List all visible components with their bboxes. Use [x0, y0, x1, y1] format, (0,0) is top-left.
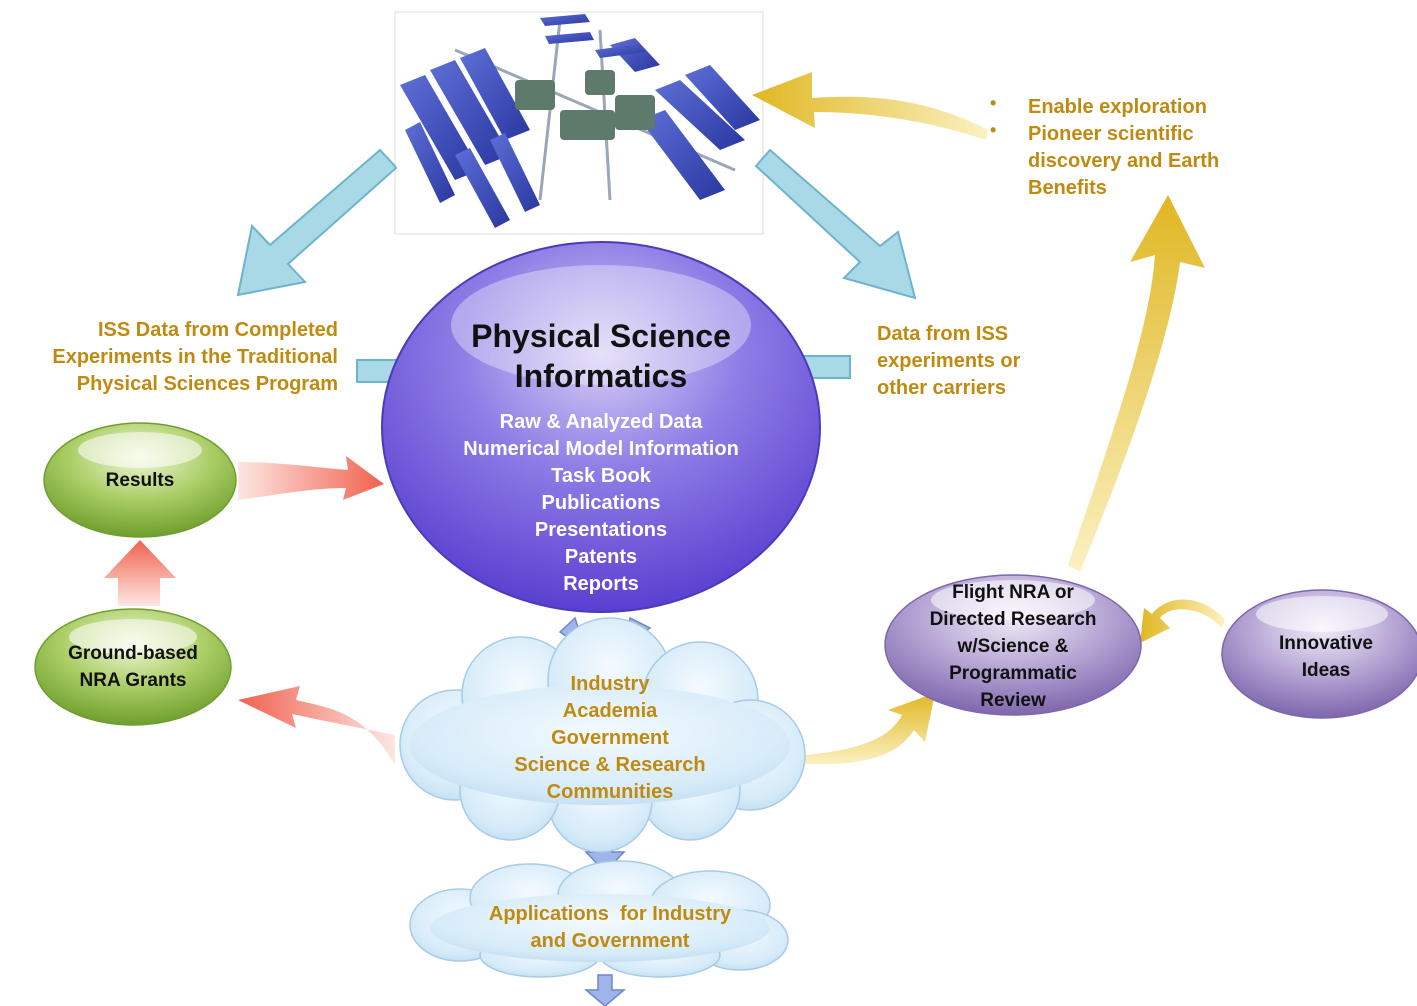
communities-cloud — [399, 617, 806, 853]
right-text: Data from ISS experiments or other carri… — [877, 321, 1097, 402]
center-item: Task Book — [551, 465, 651, 487]
center-item: Reports — [563, 573, 639, 595]
right-text-line2: experiments or — [877, 350, 1021, 372]
community-item: Industry — [570, 673, 650, 695]
community-item: Academia — [562, 700, 658, 722]
flight-label: Flight NRA or Directed Research w/Scienc… — [929, 582, 1097, 711]
arrow-communities-to-ground — [238, 686, 395, 765]
left-text-line3: Physical Sciences Program — [76, 373, 338, 395]
arrow-innovative-to-flight — [1140, 599, 1225, 643]
left-text: ISS Data from Completed Experiments in t… — [8, 317, 338, 398]
center-item: Patents — [564, 546, 638, 568]
goal-item: Enable exploration — [990, 90, 1290, 121]
center-item: Numerical Model Information — [463, 438, 739, 460]
left-text-line1: ISS Data from Completed — [97, 319, 338, 341]
center-title-line2: Informatics — [514, 358, 688, 394]
innovative-label: Innovative Ideas — [1279, 633, 1373, 681]
center-items-list: Raw & Analyzed Data Numerical Model Info… — [421, 409, 781, 598]
space-station-image — [394, 11, 764, 235]
ground-label: Ground-based NRA Grants — [68, 643, 198, 691]
center-item: Raw & Analyzed Data — [499, 411, 703, 433]
arrow-iss-to-right — [754, 148, 917, 300]
results-label: Results — [105, 470, 175, 491]
left-text-line2: Experiments in the Traditional — [52, 346, 338, 368]
community-item: Government — [551, 727, 669, 749]
flight-ellipse — [884, 574, 1142, 716]
innovative-ellipse — [1221, 589, 1417, 719]
arrow-communities-to-flight — [805, 693, 935, 765]
arrow-iss-to-left — [236, 148, 398, 297]
center-item: Presentations — [534, 519, 668, 541]
applications-cloud — [409, 860, 789, 978]
ground-ellipse — [34, 608, 232, 726]
goal-item: Pioneer scientific discovery and Earth B… — [990, 117, 1290, 202]
community-item: Science & Research — [514, 754, 706, 776]
arrow-ground-to-results — [104, 540, 176, 606]
communities-list: Industry Academia Government Science & R… — [470, 671, 750, 806]
right-text-line1: Data from ISS — [877, 323, 1009, 345]
arrow-goals-to-iss — [752, 72, 988, 140]
community-item: Communities — [546, 781, 674, 803]
results-ellipse — [43, 422, 237, 538]
center-circle — [381, 241, 821, 613]
applications-label: Applications for Industry and Government — [488, 903, 732, 952]
right-text-line3: other carriers — [877, 377, 1006, 399]
arrow-applications-down — [583, 974, 627, 1006]
center-item: Publications — [541, 492, 661, 514]
center-title-line1: Physical Science — [471, 318, 731, 354]
arrow-flight-to-goals — [1068, 195, 1205, 572]
center-title: Physical Science Informatics — [421, 316, 781, 396]
goals-list: Enable exploration Pioneer scientific di… — [990, 90, 1290, 202]
arrow-results-to-center — [238, 456, 384, 500]
